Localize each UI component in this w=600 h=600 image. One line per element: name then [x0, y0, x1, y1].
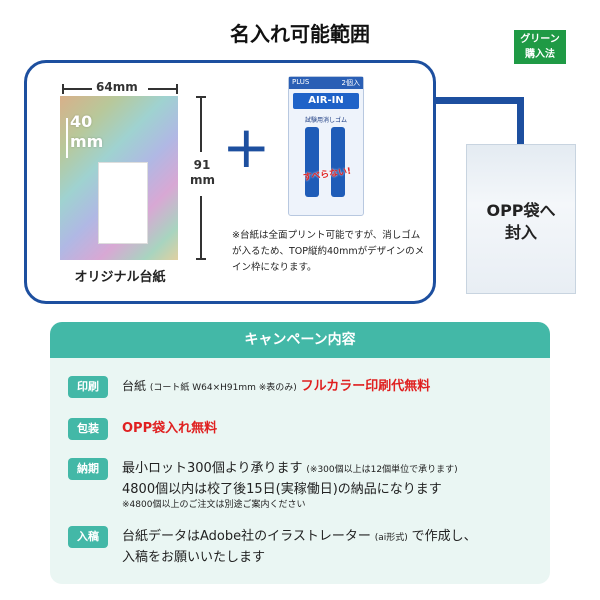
- plus-icon: +: [222, 113, 271, 181]
- bag-label-line2: 封入: [504, 223, 537, 242]
- height-tick-bottom: [196, 258, 206, 260]
- inner-height-label: 40 mm: [70, 112, 103, 152]
- print-area-frame: [24, 60, 436, 304]
- height-unit: mm: [190, 173, 216, 187]
- row-packing-highlight: OPP袋入れ無料: [122, 421, 218, 436]
- tag-submission: 入稿: [68, 526, 108, 548]
- inner-height-line: [66, 118, 68, 158]
- badge-line1: グリーン: [520, 34, 560, 45]
- campaign-row-print: 印刷 台紙 (コート紙 W64×H91mm ※表のみ) フルカラー印刷代無料: [68, 376, 538, 400]
- row-delivery-line2: 4800個以内は校了後15日(実稼働日)の納品になります: [122, 482, 442, 497]
- tag-print: 印刷: [68, 376, 108, 398]
- eraser-tube-icon: [305, 127, 319, 197]
- width-line-right: [148, 88, 178, 90]
- width-tick-right: [176, 84, 178, 94]
- height-label: 91 mm: [190, 158, 216, 188]
- bag-label-line1: OPP袋へ: [486, 201, 556, 220]
- page-title: 名入れ可能範囲: [230, 22, 370, 46]
- row-delivery-line1-note: (※300個以上は12個単位で承ります): [306, 465, 458, 475]
- row-print-spec: (コート紙 W64×H91mm ※表のみ): [149, 383, 297, 393]
- campaign-row-packing: 包装 OPP袋入れ無料: [68, 418, 538, 442]
- package-maker: PLUS: [292, 78, 310, 86]
- width-line-left: [62, 88, 92, 90]
- eraser-package-image: PLUS 2個入 AIR-IN 試験用消しゴム すべらない!: [288, 76, 364, 216]
- campaign-panel: キャンペーン内容 印刷 台紙 (コート紙 W64×H91mm ※表のみ) フルカ…: [50, 322, 550, 584]
- row-submission-line1: 台紙データはAdobe社のイラストレーター: [122, 529, 371, 544]
- row-print-body: 台紙 (コート紙 W64×H91mm ※表のみ) フルカラー印刷代無料: [122, 377, 542, 398]
- row-submission-body: 台紙データはAdobe社のイラストレーター (ai形式) で作成し、 入稿をお願…: [122, 527, 542, 567]
- campaign-heading: キャンペーン内容: [50, 322, 550, 358]
- inner-height-value: 40: [70, 112, 93, 131]
- arrow-vertical: [517, 97, 524, 159]
- row-submission-format: (ai形式): [374, 533, 408, 543]
- row-submission-line2: 入稿をお願いいたします: [122, 550, 266, 565]
- width-label: 64mm: [96, 80, 138, 94]
- tag-delivery: 納期: [68, 458, 108, 480]
- campaign-row-delivery: 納期 最小ロット300個より承ります (※300個以上は12個単位で承ります) …: [68, 458, 538, 518]
- row-print-text: 台紙: [122, 379, 147, 393]
- row-packing-body: OPP袋入れ無料: [122, 419, 542, 438]
- tag-packing: 包装: [68, 418, 108, 440]
- eraser-tube-icon: [331, 127, 345, 197]
- green-purchase-badge: グリーン 購入法: [514, 30, 566, 64]
- height-line-bottom: [200, 196, 202, 258]
- package-brand: AIR-IN: [293, 93, 359, 109]
- row-delivery-body: 最小ロット300個より承ります (※300個以上は12個単位で承ります) 480…: [122, 459, 542, 512]
- arrow-horizontal: [434, 97, 524, 104]
- height-value: 91: [193, 158, 211, 172]
- height-line-top: [200, 96, 202, 152]
- inner-height-unit: mm: [70, 132, 104, 151]
- badge-line2: 購入法: [525, 49, 555, 60]
- card-caption: オリジナル台紙: [74, 270, 166, 285]
- bag-label: OPP袋へ 封入: [466, 200, 576, 244]
- row-delivery-line3: ※4800個以上のご注文は別途ご案内ください: [122, 500, 306, 510]
- row-delivery-line1: 最小ロット300個より承ります: [122, 461, 303, 476]
- package-top-band: PLUS 2個入: [289, 77, 363, 89]
- row-print-highlight: フルカラー印刷代無料: [300, 379, 431, 394]
- eraser-window: [98, 162, 148, 244]
- print-note: ※台紙は全面プリント可能ですが、消しゴムが入るため、TOP縦約40mmがデザイン…: [232, 230, 425, 273]
- package-count: 2個入: [341, 79, 360, 87]
- opp-bag-image: [466, 144, 576, 294]
- package-subtitle: 試験用消しゴム: [304, 117, 347, 124]
- campaign-row-submission: 入稿 台紙データはAdobe社のイラストレーター (ai形式) で作成し、 入稿…: [68, 526, 538, 570]
- row-submission-line1-end: で作成し、: [411, 529, 477, 544]
